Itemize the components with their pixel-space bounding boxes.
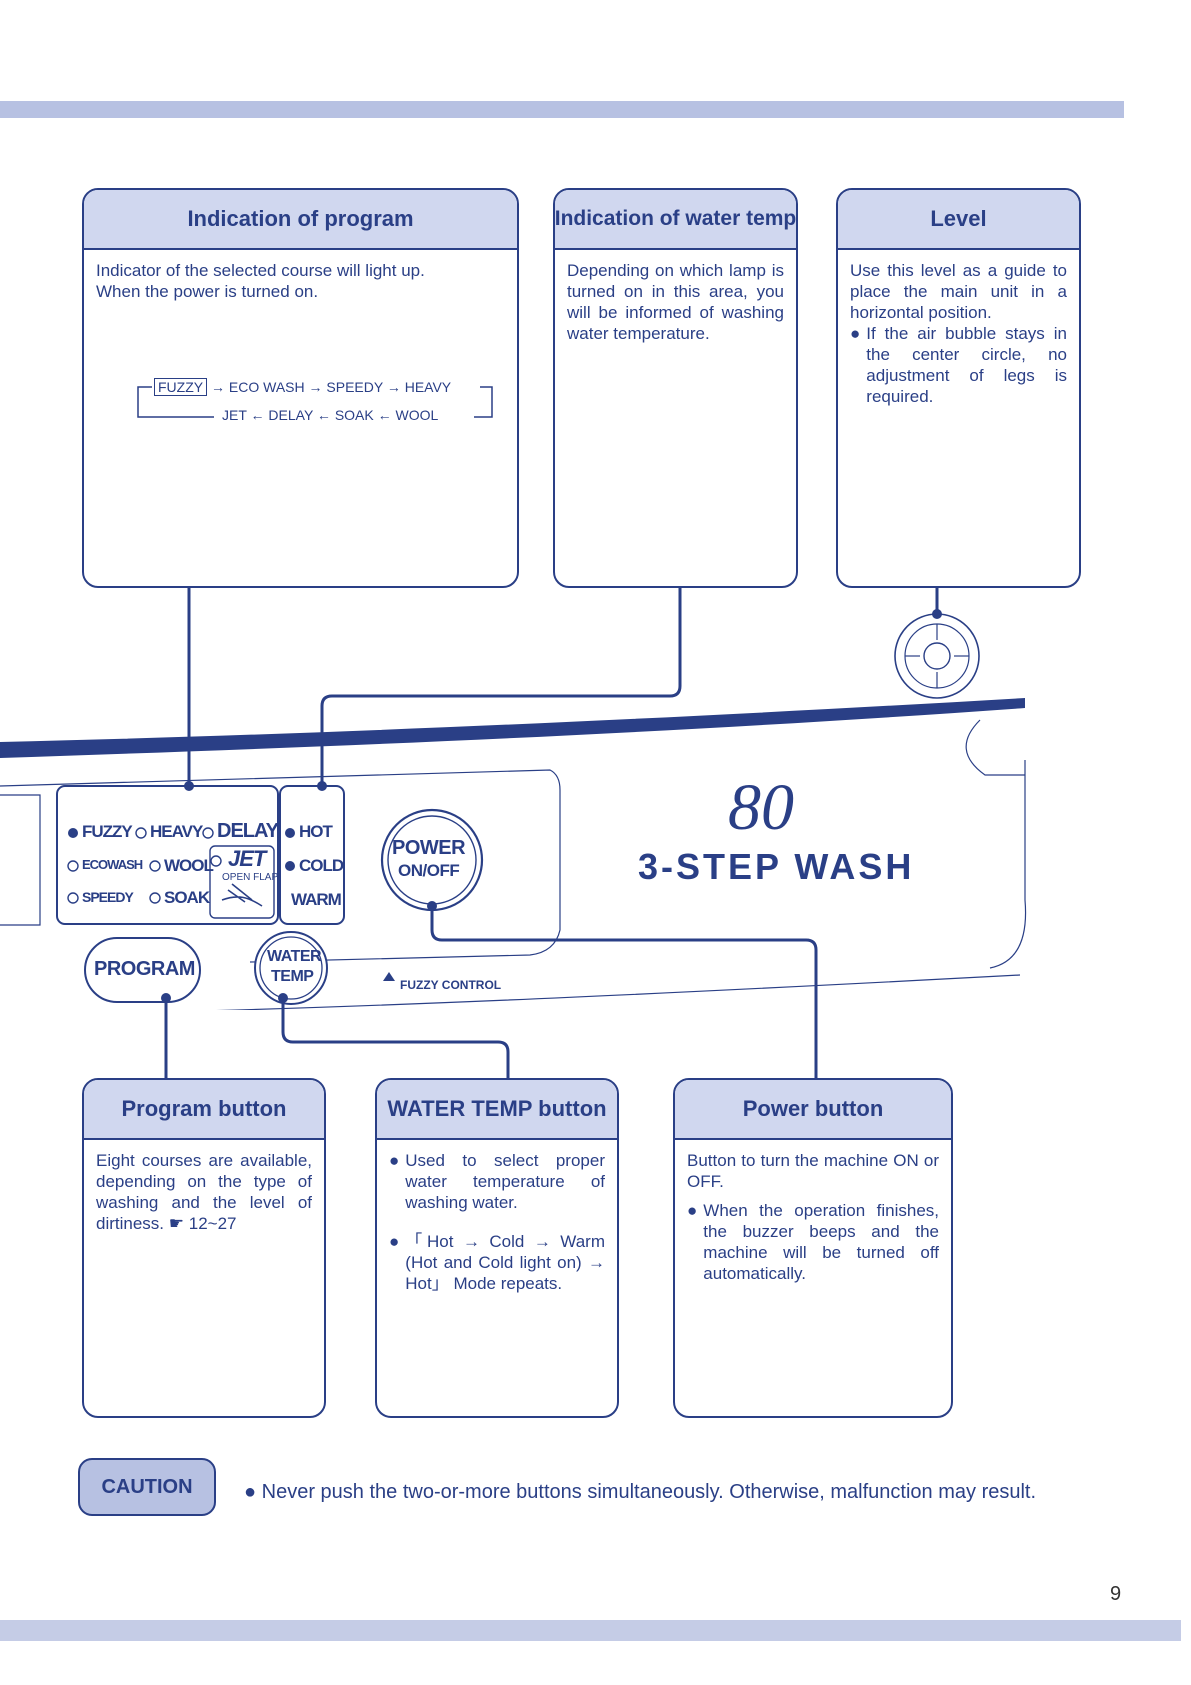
temp-label: TEMP [271,968,314,985]
program-label: PROGRAM [94,958,195,980]
water-temp-bullet1: Used to select proper water temperature … [405,1151,605,1212]
panel-label-open-flap: OPEN FLAP [222,872,279,883]
model-name: 3-STEP WASH [638,846,915,887]
program-ind-line1: Indicator of the selected course will li… [96,261,425,280]
flow-heavy: HEAVY [404,379,452,395]
temp-panel-frame [279,785,345,925]
panel-label-fuzzy: FUZZY [82,822,133,841]
power-button-text: Button to turn the machine ON or OFF. [687,1151,939,1191]
level-title: Level [838,190,1079,250]
lamp-fuzzy [68,828,78,838]
flow-delay: DELAY [268,407,314,423]
bottom-decorative-bar [0,1620,1181,1641]
top-decorative-bar [0,101,1124,118]
power-button-illustration [380,808,484,912]
power-sub-label: ON/OFF [398,861,460,880]
control-panel-illustration [0,613,1027,1010]
model-number: 80 [728,771,794,844]
panel-label-wool: WOOL [164,856,214,875]
panel-label-hot: HOT [299,822,333,841]
course-panel-frame [56,785,279,925]
water-temp-button-title: WATER TEMP button [377,1080,617,1140]
caution-text-line: ● Never push the two-or-more buttons sim… [244,1481,1037,1503]
program-button-ref: 12~27 [188,1214,237,1233]
flow-jet: JET [222,407,247,423]
level-text: Use this level as a guide to place the m… [850,261,1067,322]
water-ind-text: Depending on which lamp is turned on in … [567,261,784,343]
program-ind-line2: When the power is turned on. [96,282,319,301]
power-label: POWER [392,837,466,859]
pointing-hand-icon: ☛ [168,1214,185,1233]
indication-of-water-temp-title: Indication of water temp [555,190,796,250]
panel-label-delay: DELAY [217,820,279,842]
caution-text: Never push the two-or-more buttons simul… [261,1481,1037,1503]
program-cycle-flow: FUZZY → ECO WASH → SPEEDY → HEAVY JET ← … [132,377,512,433]
flow-soak: SOAK [334,407,374,423]
water-temp-button-box: WATER TEMP button ●Used to select proper… [375,1078,619,1418]
power-button-title: Power button [675,1080,951,1140]
water-temp-bullet2: 「Hot → Cold → Warm (Hot and Cold light o… [405,1232,605,1293]
panel-label-ecowash: ECOWASH [82,857,143,872]
level-box: Level Use this level as a guide to place… [836,188,1081,588]
program-button-title: Program button [84,1080,324,1140]
caution-badge: CAUTION [78,1458,216,1516]
panel-label-speedy: SPEEDY [82,889,134,905]
indication-of-program-box: Indication of program Indicator of the s… [82,188,519,588]
flow-ecowash: ECO WASH [228,379,305,395]
power-button-bullet: When the operation finishes, the buzzer … [703,1201,939,1283]
power-button-box: Power button Button to turn the machine … [673,1078,953,1418]
flow-speedy: SPEEDY [326,379,383,395]
panel-label-heavy: HEAVY [150,822,203,841]
level-bullet: If the air bubble stays in the center ci… [866,324,1067,406]
flow-fuzzy: FUZZY [154,378,208,396]
indication-of-water-temp-box: Indication of water temp Depending on wh… [553,188,798,588]
panel-label-warm: WARM [291,890,342,909]
page-number: 9 [1110,1583,1122,1605]
program-button-text: Eight courses are available, depending o… [96,1151,312,1233]
panel-label-cold: COLD [299,856,344,875]
water-label: WATER [267,948,322,965]
flow-wool: WOOL [395,407,439,423]
indication-of-program-title: Indication of program [84,190,517,250]
panel-label-soak: SOAK [164,888,210,907]
fuzzy-control-label: FUZZY CONTROL [400,978,502,992]
panel-label-jet: JET [228,846,266,871]
program-button-illustration [84,937,201,1003]
program-button-box: Program button Eight courses are availab… [82,1078,326,1418]
